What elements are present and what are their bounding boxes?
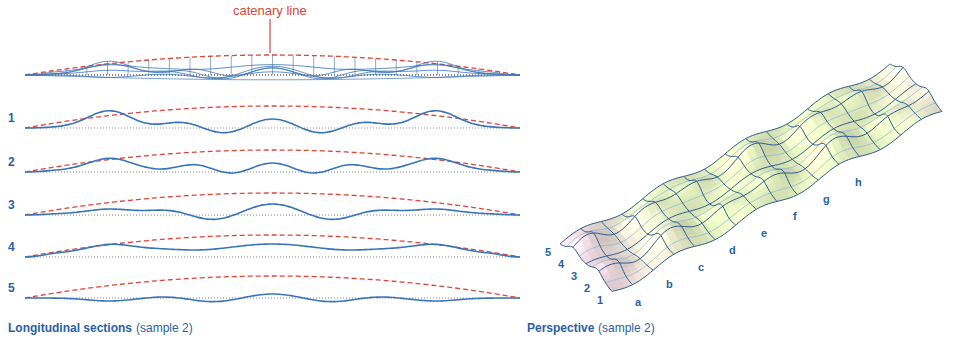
grid-line xyxy=(787,124,839,164)
tick-line xyxy=(416,62,417,75)
grid-line xyxy=(573,67,903,247)
baseline xyxy=(25,257,520,258)
grid-line xyxy=(580,76,910,256)
cross-section-letter: b xyxy=(666,279,673,290)
baseline xyxy=(25,75,520,76)
section-curve xyxy=(25,158,520,173)
tick-line xyxy=(231,56,232,75)
section-curve xyxy=(25,294,520,302)
tick-line xyxy=(375,58,376,75)
section-overlay xyxy=(25,19,520,80)
grid-line xyxy=(560,64,890,244)
cross-section-letter: a xyxy=(635,297,641,308)
grid-line xyxy=(581,229,633,285)
section-curve xyxy=(25,204,520,219)
section-number: 1 xyxy=(597,295,603,306)
surface-cell xyxy=(767,148,776,153)
section-number: 4 xyxy=(8,241,15,253)
tick-line xyxy=(313,56,314,75)
callout-label: catenary line xyxy=(233,4,307,17)
cross-section-letter: f xyxy=(793,211,797,222)
section-curve xyxy=(25,65,520,75)
grid-line xyxy=(612,111,942,291)
grid-line xyxy=(622,214,674,254)
catenary-line xyxy=(25,106,520,128)
section-number: 4 xyxy=(558,259,564,270)
section-number: 5 xyxy=(8,282,15,294)
tick-line xyxy=(128,62,129,75)
baseline xyxy=(25,298,520,299)
grid-line xyxy=(606,103,936,283)
grid-line xyxy=(601,221,653,270)
section-number: 1 xyxy=(8,112,15,124)
catenary-line xyxy=(25,150,520,172)
tick-line xyxy=(355,57,356,75)
grid-line xyxy=(599,91,929,271)
section-curve xyxy=(25,72,520,78)
grid-line xyxy=(567,67,897,247)
tick-line xyxy=(169,58,170,75)
tick-line xyxy=(437,61,438,75)
grid-line xyxy=(663,184,715,240)
section-curve xyxy=(25,61,520,79)
cross-section-letter: d xyxy=(729,245,736,256)
section-curve xyxy=(25,244,520,257)
baseline xyxy=(25,172,520,173)
caption-title: Perspective xyxy=(527,322,594,334)
grid-line xyxy=(849,86,901,135)
section-curve xyxy=(25,66,520,78)
baseline xyxy=(25,75,520,76)
grid-line xyxy=(643,199,695,246)
section-curve xyxy=(25,64,520,76)
tick-line xyxy=(190,57,191,75)
cross-section-letter: c xyxy=(698,262,704,273)
grid-line xyxy=(586,84,916,264)
grid-line xyxy=(593,87,923,267)
grid-line xyxy=(704,169,756,209)
section-curve xyxy=(25,111,520,133)
grid-line xyxy=(890,64,942,111)
section-number: 2 xyxy=(584,283,590,294)
grid-line xyxy=(869,79,921,119)
cross-section-letter: e xyxy=(761,228,767,239)
baseline xyxy=(25,75,520,76)
longitudinal-sections xyxy=(25,106,520,302)
baseline xyxy=(25,75,520,76)
surface-cell xyxy=(602,238,611,243)
grid-line xyxy=(766,131,818,180)
catenary-line xyxy=(25,235,520,257)
section-number: 3 xyxy=(8,199,15,211)
grid-line xyxy=(828,94,880,150)
tick-line xyxy=(66,69,67,75)
grid-line xyxy=(684,176,736,225)
baseline xyxy=(25,128,520,129)
perspective-surface xyxy=(560,64,942,291)
caption-note: (sample 2) xyxy=(598,322,655,334)
section-number: 3 xyxy=(571,271,577,282)
caption-note: (sample 2) xyxy=(136,322,193,334)
baseline xyxy=(25,215,520,216)
section-number: 5 xyxy=(545,247,551,258)
cross-section-letter: h xyxy=(855,177,862,188)
grid-line xyxy=(808,109,860,156)
caption-title: Longitudinal sections xyxy=(8,322,132,334)
grid-line xyxy=(725,154,777,201)
tick-line xyxy=(478,69,479,75)
leader-line xyxy=(269,19,270,53)
grid-line xyxy=(746,139,798,195)
baseline xyxy=(25,75,520,76)
section-number: 2 xyxy=(8,156,15,168)
baseline xyxy=(25,75,520,76)
cross-section-letter: g xyxy=(823,194,830,205)
